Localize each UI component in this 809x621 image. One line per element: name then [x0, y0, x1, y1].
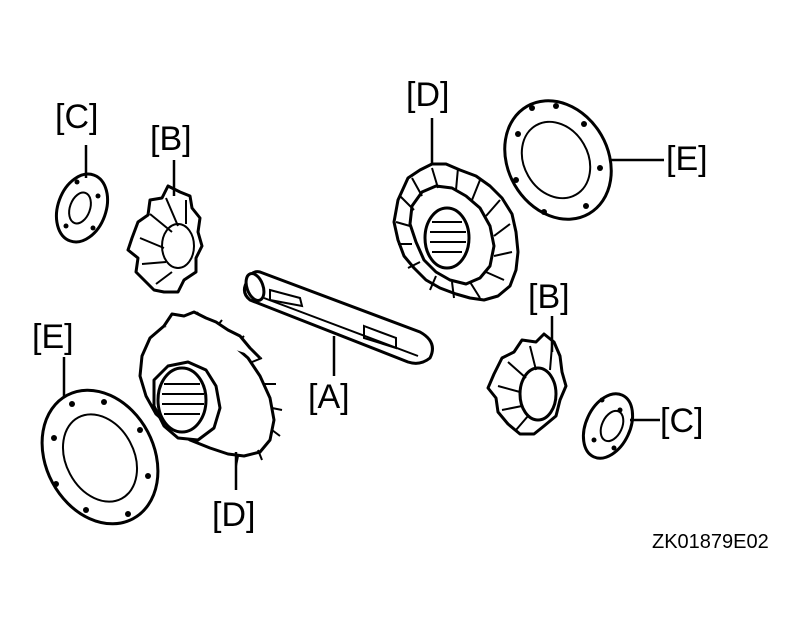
thrust-washer-e-left	[40, 388, 160, 526]
label-e-left: [E]	[32, 318, 74, 356]
pinion-gear-b-top	[126, 184, 204, 294]
thrust-washer-c-top	[54, 172, 110, 244]
side-gear-d-top	[392, 162, 520, 302]
pinion-gear-b-right	[486, 332, 568, 436]
label-c-top: [C]	[55, 98, 98, 136]
label-d-bottom: [D]	[212, 496, 255, 534]
pinion-shaft-a	[243, 270, 434, 365]
label-e-right: [E]	[666, 140, 708, 178]
label-b-right: [B]	[528, 278, 570, 316]
thrust-washer-c-right	[581, 392, 635, 460]
label-a: [A]	[308, 378, 350, 416]
label-b-top: [B]	[150, 120, 192, 158]
side-gear-d-bottom	[138, 310, 283, 467]
label-c-right: [C]	[660, 402, 703, 440]
figure-code: ZK01879E02	[652, 531, 769, 553]
label-d-top: [D]	[406, 76, 449, 114]
thrust-washer-e-right	[503, 99, 613, 221]
